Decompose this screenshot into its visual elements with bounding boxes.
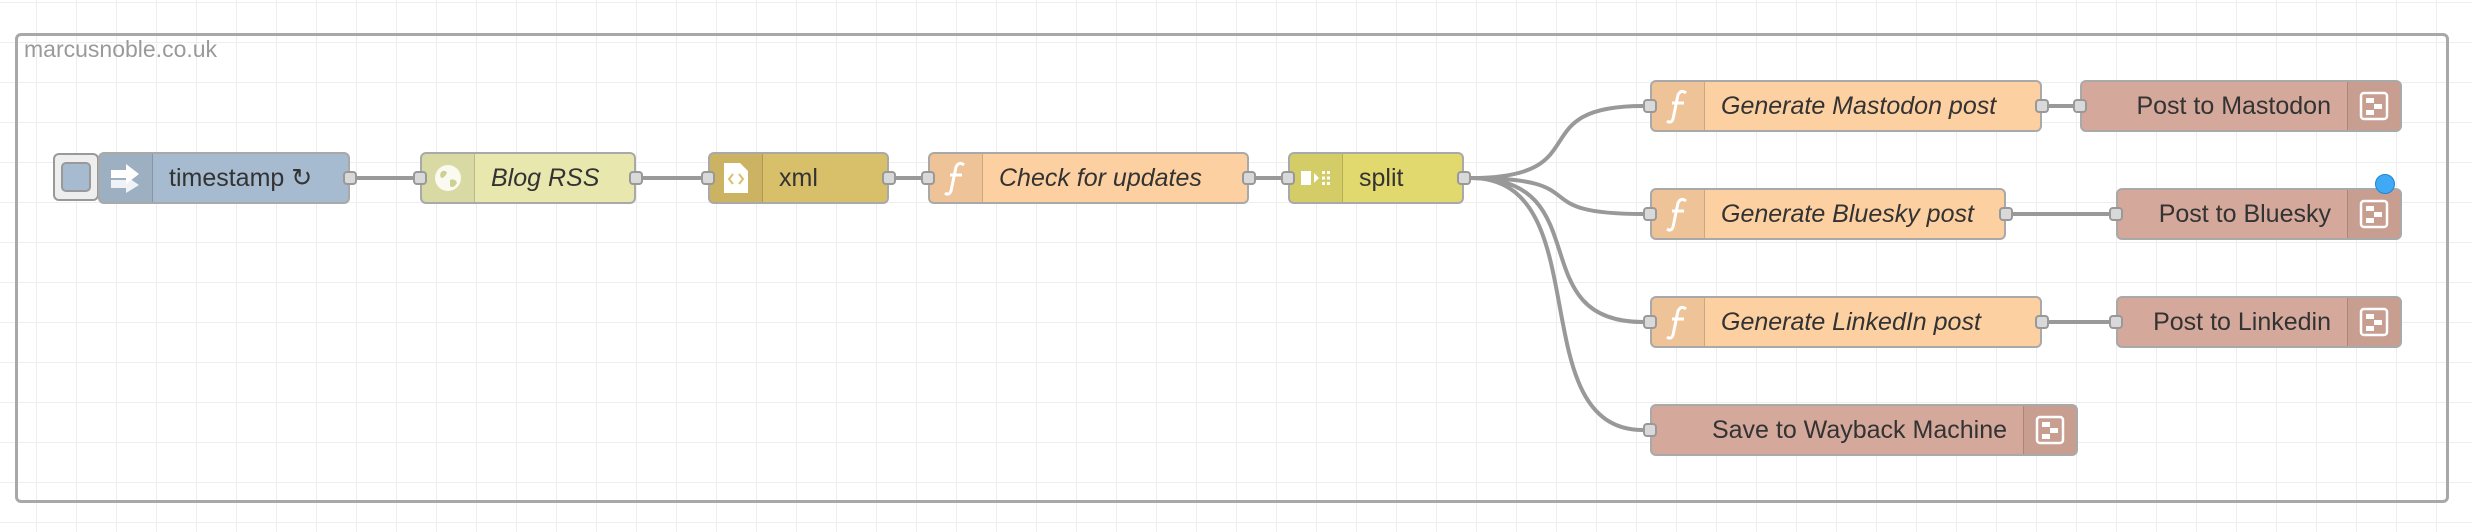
input-port[interactable] bbox=[413, 171, 427, 185]
flow-group[interactable] bbox=[15, 33, 2449, 503]
node-label: Generate Bluesky post bbox=[1721, 199, 1974, 228]
input-port[interactable] bbox=[1281, 171, 1295, 185]
input-port[interactable] bbox=[2073, 99, 2087, 113]
input-port[interactable] bbox=[1643, 207, 1657, 221]
inject-arrow-icon bbox=[100, 154, 153, 202]
input-port[interactable] bbox=[921, 171, 935, 185]
function-icon bbox=[1652, 190, 1705, 238]
node-label: Post to Bluesky bbox=[2158, 199, 2331, 228]
node-timestamp[interactable]: timestamp ↻ bbox=[98, 152, 357, 204]
split-icon bbox=[1290, 154, 1343, 202]
node-label: Generate Mastodon post bbox=[1721, 91, 1997, 120]
node-generate-bluesky-post[interactable]: Generate Bluesky post bbox=[1643, 188, 2013, 240]
node-label: xml bbox=[779, 163, 818, 192]
wire-split-gen-mastodon[interactable] bbox=[1470, 104, 1644, 180]
node-label: Post to Mastodon bbox=[2136, 91, 2331, 120]
changed-indicator-dot bbox=[2375, 174, 2395, 194]
node-blog-rss[interactable]: Blog RSS bbox=[413, 152, 643, 204]
function-icon bbox=[1652, 82, 1705, 130]
node-split[interactable]: split bbox=[1281, 152, 1471, 204]
globe-icon bbox=[422, 154, 475, 202]
output-port[interactable] bbox=[2035, 99, 2049, 113]
node-label: Blog RSS bbox=[491, 163, 600, 192]
inject-trigger-button-face bbox=[61, 162, 91, 192]
input-port[interactable] bbox=[2109, 207, 2123, 221]
output-port[interactable] bbox=[343, 171, 357, 185]
node-label: Generate LinkedIn post bbox=[1721, 307, 1981, 336]
inject-trigger-button[interactable] bbox=[53, 153, 99, 201]
input-port[interactable] bbox=[701, 171, 715, 185]
subflow-icon bbox=[2347, 82, 2400, 130]
node-post-to-mastodon[interactable]: Post to Mastodon bbox=[2073, 80, 2402, 132]
node-label: split bbox=[1359, 163, 1404, 192]
output-port[interactable] bbox=[1999, 207, 2013, 221]
node-xml[interactable]: xml bbox=[701, 152, 896, 204]
input-port[interactable] bbox=[2109, 315, 2123, 329]
subflow-icon bbox=[2023, 406, 2076, 454]
subflow-icon bbox=[2347, 190, 2400, 238]
node-label: timestamp ↻ bbox=[169, 164, 313, 192]
wire-split-gen-bluesky[interactable] bbox=[1470, 176, 1644, 216]
node-post-to-linkedin[interactable]: Post to Linkedin bbox=[2109, 296, 2402, 348]
input-port[interactable] bbox=[1643, 423, 1657, 437]
function-icon bbox=[930, 154, 983, 202]
function-icon bbox=[1652, 298, 1705, 346]
node-save-to-wayback-machine[interactable]: Save to Wayback Machine bbox=[1643, 404, 2078, 456]
node-check-for-updates[interactable]: Check for updates bbox=[921, 152, 1256, 204]
group-label: marcusnoble.co.uk bbox=[24, 36, 218, 62]
subflow-icon bbox=[2347, 298, 2400, 346]
wire-split-gen-linkedin[interactable] bbox=[1470, 176, 1644, 324]
output-port[interactable] bbox=[2035, 315, 2049, 329]
wire-split-wayback[interactable] bbox=[1470, 176, 1644, 432]
node-generate-mastodon-post[interactable]: Generate Mastodon post bbox=[1643, 80, 2049, 132]
node-label: Check for updates bbox=[999, 163, 1202, 192]
output-port[interactable] bbox=[1242, 171, 1256, 185]
output-port[interactable] bbox=[629, 171, 643, 185]
node-generate-linkedin-post[interactable]: Generate LinkedIn post bbox=[1643, 296, 2049, 348]
node-label: Save to Wayback Machine bbox=[1711, 415, 2007, 444]
output-port[interactable] bbox=[882, 171, 896, 185]
xml-file-icon bbox=[710, 154, 763, 202]
input-port[interactable] bbox=[1643, 99, 1657, 113]
node-post-to-bluesky[interactable]: Post to Bluesky bbox=[2109, 188, 2402, 240]
output-port[interactable] bbox=[1457, 171, 1471, 185]
node-label: Post to Linkedin bbox=[2153, 307, 2331, 336]
input-port[interactable] bbox=[1643, 315, 1657, 329]
